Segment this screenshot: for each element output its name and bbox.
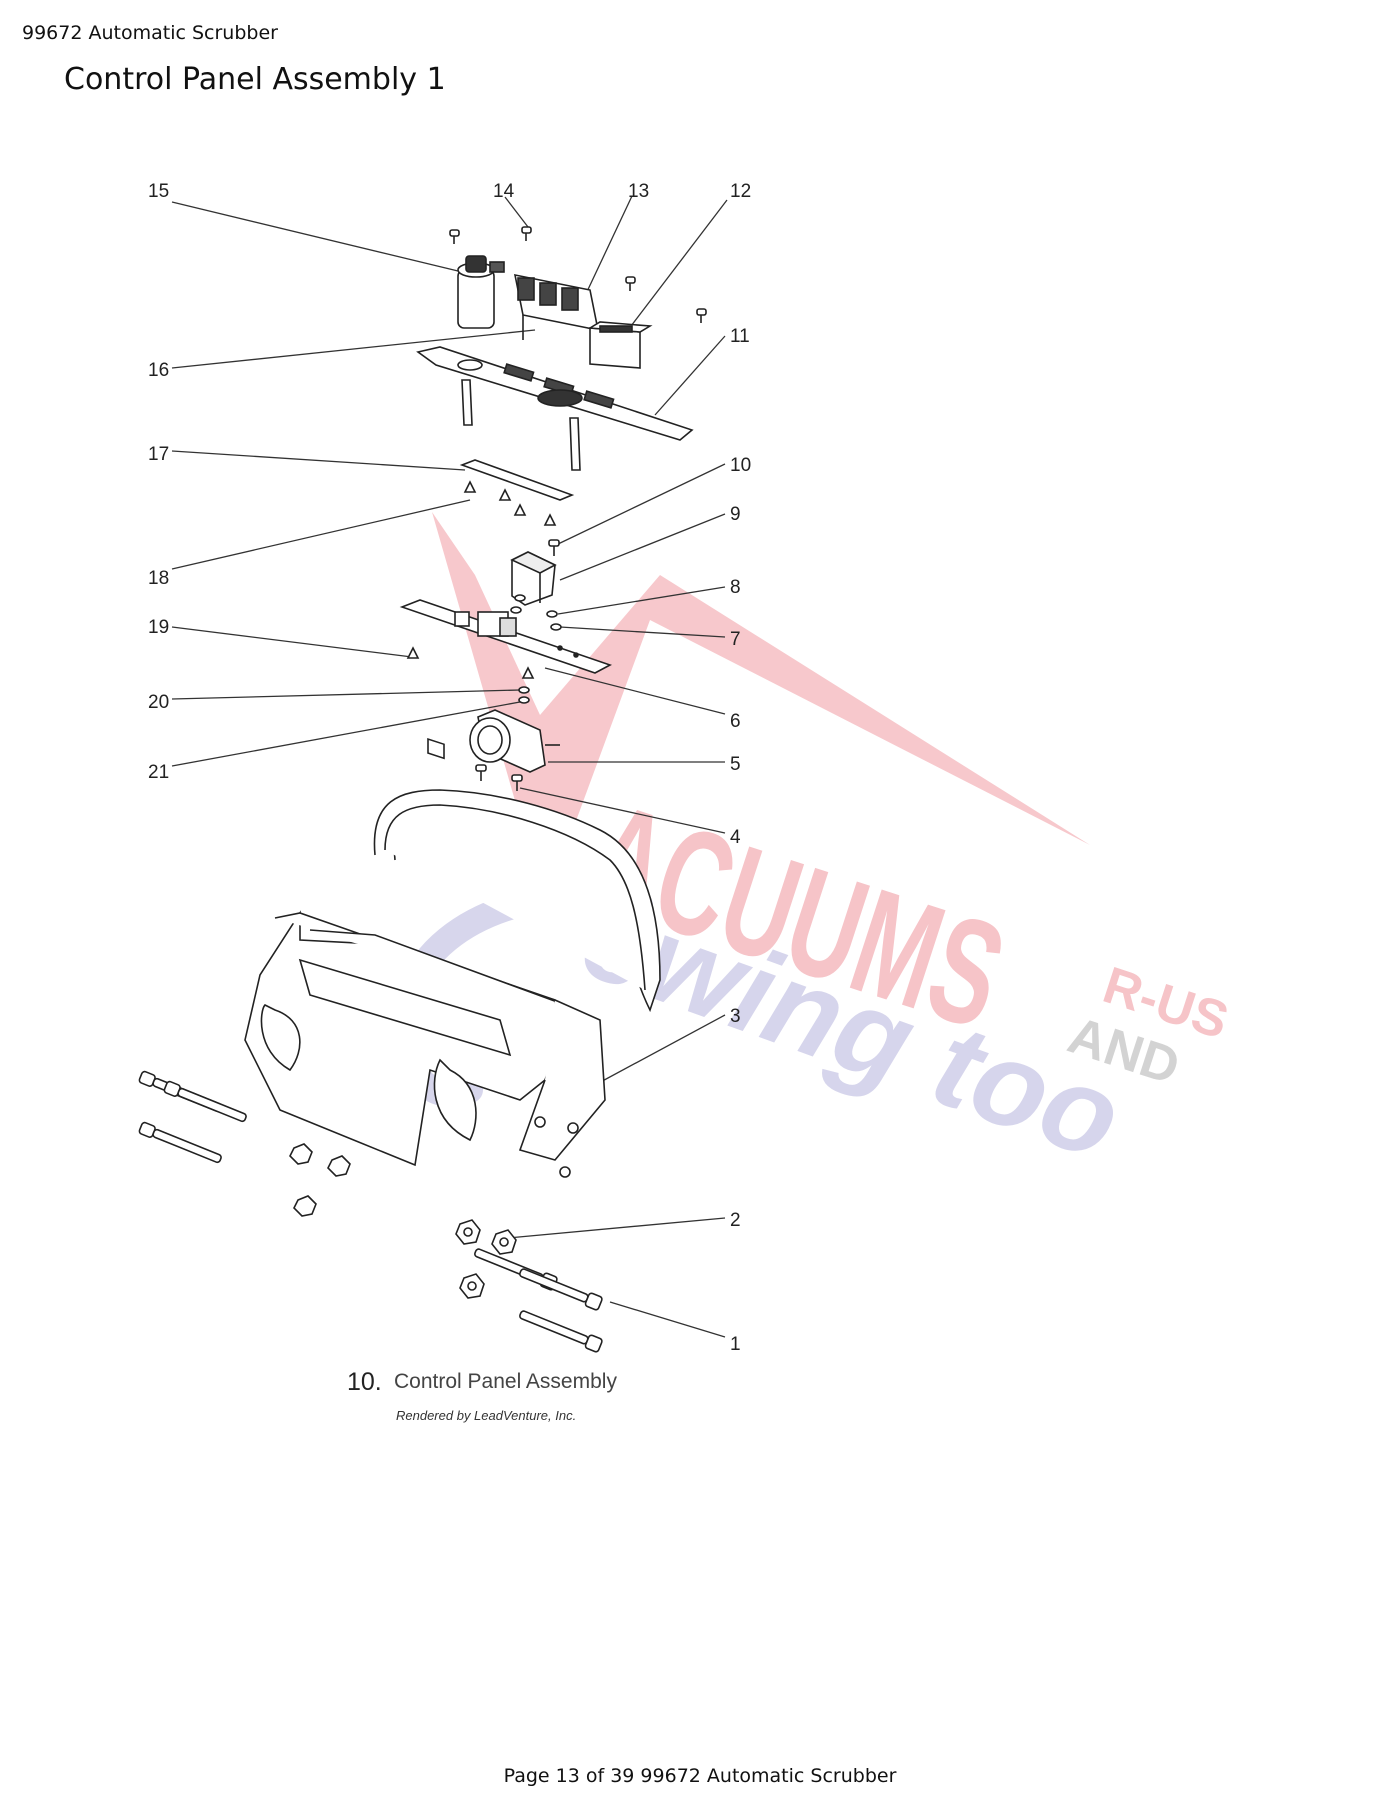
callout-10: 10 [730, 455, 751, 476]
callout-17: 17 [148, 444, 169, 465]
leader-21 [171, 701, 521, 767]
screw-part-19 [406, 646, 420, 659]
diagram-caption-text: Control Panel Assembly [394, 1370, 617, 1393]
callout-13: 13 [628, 181, 649, 202]
circuit-board-part-6 [399, 599, 613, 760]
leader-12 [627, 199, 728, 331]
callout-7: 7 [730, 629, 741, 650]
parts [138, 226, 707, 1353]
leader-16 [171, 329, 536, 369]
screws-part-4 [475, 764, 523, 791]
leader-9 [559, 513, 726, 581]
page-footer: Page 13 of 39 99672 Automatic Scrubber [503, 1765, 897, 1787]
callout-6: 6 [730, 711, 741, 732]
leader-10 [555, 463, 726, 546]
callout-labels: 15 14 13 12 16 11 17 10 18 9 8 7 19 6 20… [148, 181, 751, 1355]
callout-15: 15 [148, 181, 169, 202]
relay-part-9 [510, 551, 557, 606]
callout-5: 5 [730, 754, 741, 775]
bracket-part-17 [459, 459, 575, 501]
control-panel-plate-part-11 [416, 346, 694, 471]
callout-2: 2 [730, 1210, 741, 1231]
hour-meter-part-12 [587, 321, 653, 369]
leader-7 [559, 626, 726, 638]
callout-20: 20 [148, 692, 169, 713]
page-title: Control Panel Assembly 1 [64, 62, 446, 97]
leader-6 [544, 667, 726, 715]
watermark-v-shape [432, 512, 1090, 905]
washers-part-8-7 [510, 594, 562, 631]
leader-3 [594, 1014, 726, 1086]
screw-part-10 [548, 539, 560, 556]
diagram-caption-number: 10. [347, 1368, 382, 1396]
solenoid-part-5 [469, 709, 560, 773]
leader-8 [557, 586, 726, 615]
callout-8: 8 [730, 577, 741, 598]
leader-14 [504, 196, 529, 228]
leader-2 [507, 1217, 726, 1239]
callout-3: 3 [730, 1006, 741, 1027]
leader-17 [171, 450, 466, 471]
leader-lines [171, 195, 728, 1338]
leader-15 [171, 201, 459, 272]
leader-4 [519, 787, 726, 834]
callout-4: 4 [730, 827, 741, 848]
callout-18: 18 [148, 568, 169, 589]
callout-1: 1 [730, 1334, 741, 1355]
rocker-switches-part-13 [513, 273, 600, 350]
leader-18 [171, 499, 471, 570]
callout-9: 9 [730, 504, 741, 525]
screws-part-18 [463, 480, 557, 526]
nuts-part-2 [455, 1219, 517, 1299]
exploded-parts-diagram: ACUUMS R-US AND ewing too [138, 181, 1235, 1423]
callout-16: 16 [148, 360, 169, 381]
bolts-part-1 [474, 1248, 603, 1353]
document-header: 99672 Automatic Scrubber [22, 22, 278, 44]
diagram-credit: Rendered by LeadVenture, Inc. [396, 1408, 576, 1423]
spacers-part-20-21 [518, 666, 535, 704]
callout-21: 21 [148, 762, 169, 783]
bolts-left [138, 1070, 247, 1164]
leader-13 [583, 195, 633, 299]
callout-19: 19 [148, 617, 169, 638]
callout-14: 14 [493, 181, 515, 202]
leader-19 [171, 626, 413, 658]
handle-housing-part-3 [244, 789, 661, 1178]
callout-12: 12 [730, 181, 751, 202]
screw-part-14 [449, 226, 707, 323]
nuts-left [289, 1143, 351, 1217]
leader-20 [171, 689, 521, 700]
callout-11: 11 [730, 326, 750, 347]
key-switch-part-15 [457, 255, 505, 329]
leader-1 [609, 1301, 726, 1338]
leader-11 [654, 335, 726, 416]
